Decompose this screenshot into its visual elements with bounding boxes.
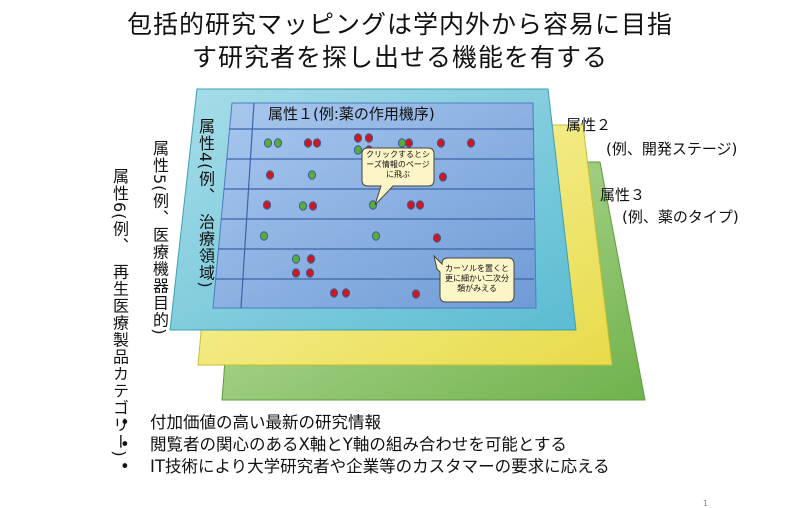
data-point-red[interactable] xyxy=(406,200,416,210)
bullet-item: IT技術により大学研究者や企業等のカスタマーの要求に応える xyxy=(120,456,610,478)
attr2-example: (例、開発ステージ) xyxy=(606,140,738,158)
grid-column-line xyxy=(240,102,255,309)
data-point-red[interactable] xyxy=(291,268,301,278)
data-point-red[interactable] xyxy=(436,138,446,148)
data-point-red[interactable] xyxy=(411,289,421,299)
attr2-title: 属性２ xyxy=(566,116,612,134)
data-point-red[interactable] xyxy=(308,201,318,211)
data-point-red[interactable] xyxy=(341,288,351,298)
callout-click-text: クリックするとシーズ情報のページに飛ぶ xyxy=(366,150,430,179)
data-point-red[interactable] xyxy=(432,233,442,243)
data-point-green[interactable] xyxy=(353,145,363,155)
data-point-green[interactable] xyxy=(273,138,283,148)
callout-hover-text: カーソルを置くと更に細かい二次分類がみえる xyxy=(445,264,509,293)
data-point-red[interactable] xyxy=(415,200,425,210)
data-point-green[interactable] xyxy=(259,231,269,241)
bullet-item: 閲覧者の関心のあるX軸とY軸の組み合わせを可能とする xyxy=(120,434,610,456)
attr3-example: (例、薬のタイプ) xyxy=(622,208,739,226)
data-point-red[interactable] xyxy=(466,138,476,148)
attr1-label: 属性１(例:薬の作用機序) xyxy=(268,105,435,123)
title-line-2: す研究者を探し出せる機能を有する xyxy=(191,43,608,72)
data-point-green[interactable] xyxy=(263,138,273,148)
data-point-red[interactable] xyxy=(305,268,315,278)
bullet-item: 付加価値の高い最新の研究情報 xyxy=(120,412,610,434)
data-point-green[interactable] xyxy=(298,201,308,211)
attr4-label: 属性4(例、 治療領域) xyxy=(196,118,215,289)
data-point-red[interactable] xyxy=(306,254,316,264)
data-point-red[interactable] xyxy=(353,133,363,143)
data-point-red[interactable] xyxy=(404,138,414,148)
data-point-green[interactable] xyxy=(371,231,381,241)
data-point-red[interactable] xyxy=(438,172,448,182)
attr6-label: 属性6(例、 再生医療製品カテゴリー) xyxy=(110,168,129,458)
callout-click-bubble xyxy=(361,147,435,206)
data-point-red[interactable] xyxy=(364,133,374,143)
title-line-1: 包括的研究マッピングは学内外から容易に目指 xyxy=(126,10,673,39)
data-point-red[interactable] xyxy=(265,170,275,180)
data-point-green[interactable] xyxy=(368,200,378,210)
data-point-green[interactable] xyxy=(291,254,301,264)
callout-hover-bubble xyxy=(433,254,515,303)
data-point-green[interactable] xyxy=(397,138,407,148)
data-point-red[interactable] xyxy=(303,138,313,148)
data-point-red[interactable] xyxy=(262,200,272,210)
data-point-red[interactable] xyxy=(312,138,322,148)
slide-title: 包括的研究マッピングは学内外から容易に目指 す研究者を探し出せる機能を有する xyxy=(0,8,800,74)
attr3-title: 属性３ xyxy=(600,186,646,204)
data-point-green[interactable] xyxy=(307,170,317,180)
bullet-list: 付加価値の高い最新の研究情報 閲覧者の関心のあるX軸とY軸の組み合わせを可能とす… xyxy=(120,412,610,478)
data-points xyxy=(259,133,476,299)
data-point-red[interactable] xyxy=(329,288,339,298)
attr5-label: 属性5(例、医療機器目的) xyxy=(150,140,169,336)
